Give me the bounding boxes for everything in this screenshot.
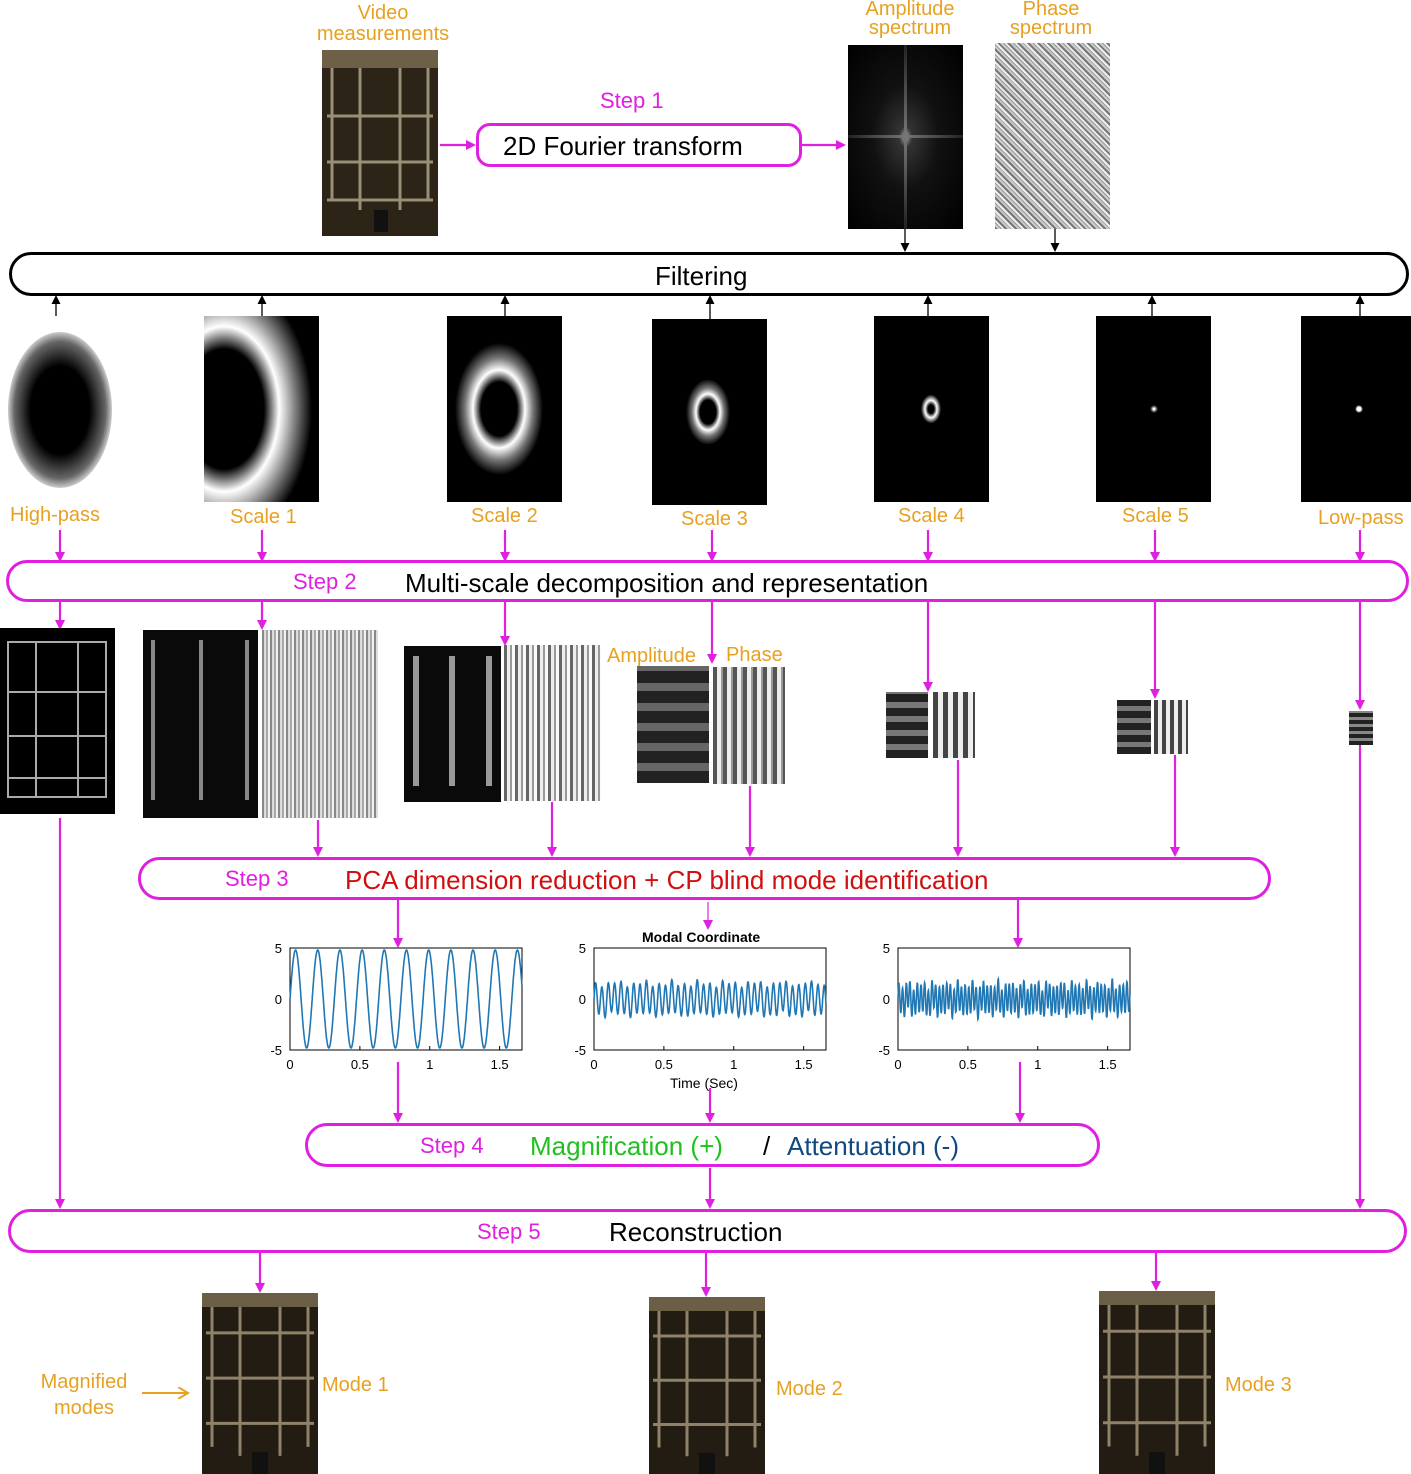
low-pass-filter-image [1301, 316, 1411, 502]
step2-box: Step 2 Multi-scale decomposition and rep… [6, 560, 1409, 602]
scale5-label: Scale 5 [1122, 505, 1189, 527]
phase-spectrum-label: Phase spectrum [1009, 0, 1093, 39]
modal-coordinate-line [897, 976, 1131, 1023]
modal-coordinate-line [593, 977, 827, 1020]
mode3-image [1099, 1291, 1215, 1474]
attenuation-text: Attentuation (-) [787, 1131, 959, 1161]
scale1-filter-image [204, 316, 319, 502]
scale3-phase-image [713, 667, 785, 784]
scale5-phase-image [1154, 700, 1188, 754]
y-tick-label: -5 [270, 1043, 282, 1058]
mode1-label: Mode 1 [322, 1374, 389, 1396]
high-pass-label: High-pass [10, 504, 101, 526]
x-tick-label: 1 [1034, 1057, 1041, 1072]
scale2-phase-image [504, 645, 601, 801]
plot-1: 5 0 -5 0 0.5 1 1.5 [270, 941, 523, 1072]
step4-tag: Step 4 [420, 1133, 484, 1158]
structure-frame-icon [649, 1297, 765, 1474]
mode1-image [202, 1293, 318, 1474]
high-pass-filter-image [8, 332, 112, 488]
plot-2: 5 0 -5 0 0.5 1 1.5 [574, 941, 827, 1072]
scale2-filter-image [447, 316, 562, 502]
step1-tag: Step 1 [600, 88, 664, 113]
y-tick-label: 0 [579, 992, 586, 1007]
scale1-amplitude-image [143, 630, 258, 818]
y-tick-label: 5 [883, 941, 890, 956]
step5-text: Reconstruction [609, 1217, 783, 1247]
amplitude-spectrum-label: Amplitude spectrum [865, 0, 955, 39]
scale4-label: Scale 4 [898, 505, 965, 527]
plot-3: 5 0 -5 0 0.5 1 1.5 [878, 941, 1131, 1072]
x-tick-label: 0.5 [351, 1057, 369, 1072]
step3-tag: Step 3 [225, 866, 289, 891]
step5-tag: Step 5 [477, 1219, 541, 1244]
x-tick-label: 1.5 [1099, 1057, 1117, 1072]
y-tick-label: 0 [883, 992, 890, 1007]
phase-label: Phase [726, 644, 783, 666]
low-pass-label: Low-pass [1318, 507, 1404, 529]
x-tick-label: 1 [426, 1057, 433, 1072]
y-tick-label: 0 [275, 992, 282, 1007]
modal-coordinate-line [289, 948, 523, 1050]
magnification-text: Magnification (+) [530, 1131, 723, 1161]
scale1-label: Scale 1 [230, 506, 297, 528]
step3-box: Step 3 PCA dimension reduction + CP blin… [138, 857, 1271, 900]
y-tick-label: 5 [579, 941, 586, 956]
frame-structure-icon [322, 50, 438, 236]
y-tick-label: -5 [878, 1043, 890, 1058]
x-tick-label: 1.5 [491, 1057, 509, 1072]
step1-box: 2D Fourier transform [476, 123, 802, 167]
scale5-amplitude-image [1117, 700, 1151, 754]
scale3-label: Scale 3 [681, 508, 748, 530]
amplitude-spectrum-image [848, 45, 963, 229]
plot-title: Modal Coordinate [642, 929, 761, 945]
scale4-phase-image [933, 692, 975, 758]
magnified-modes-label: Magnified modes [40, 1371, 128, 1419]
amplitude-label: Amplitude [607, 645, 696, 667]
step1-text: 2D Fourier transform [503, 131, 743, 161]
step5-box: Step 5 Reconstruction [8, 1209, 1407, 1253]
video-measurements-label: Video measurements [316, 2, 450, 45]
x-tick-label: 1 [730, 1057, 737, 1072]
video-frame-image [322, 50, 438, 236]
step4-box: Step 4 Magnification (+) / Attentuation … [305, 1123, 1100, 1167]
mode2-label: Mode 2 [776, 1378, 843, 1400]
x-tick-label: 0.5 [655, 1057, 673, 1072]
step4-separator: / [763, 1131, 771, 1161]
x-tick-label: 1.5 [795, 1057, 813, 1072]
mode3-label: Mode 3 [1225, 1374, 1292, 1396]
filtering-box: Filtering [9, 252, 1409, 296]
step2-tag: Step 2 [293, 569, 357, 594]
scale4-amplitude-image [886, 692, 928, 758]
scale3-amplitude-image [637, 666, 709, 783]
x-tick-label: 0 [894, 1057, 901, 1072]
high-pass-decomposition-image [0, 628, 115, 814]
scale1-phase-image [262, 630, 378, 818]
scale2-label: Scale 2 [471, 505, 538, 527]
step3-text: PCA dimension reduction + CP blind mode … [345, 865, 989, 895]
x-tick-label: 0.5 [959, 1057, 977, 1072]
structure-frame-icon [202, 1293, 318, 1474]
low-pass-decomposition-image [1349, 711, 1373, 745]
structure-frame-icon [1099, 1291, 1215, 1474]
filtering-text: Filtering [655, 261, 748, 291]
scale4-filter-image [874, 316, 989, 502]
step2-text: Multi-scale decomposition and representa… [405, 568, 929, 598]
x-tick-label: 0 [590, 1057, 597, 1072]
scale2-amplitude-image [404, 646, 501, 802]
scale3-filter-image [652, 319, 767, 505]
y-tick-label: 5 [275, 941, 282, 956]
y-tick-label: -5 [574, 1043, 586, 1058]
phase-spectrum-image [995, 43, 1110, 229]
scale5-filter-image [1096, 316, 1211, 502]
mode2-image [649, 1297, 765, 1474]
x-tick-label: 0 [286, 1057, 293, 1072]
plot-xlabel: Time (Sec) [670, 1075, 738, 1091]
